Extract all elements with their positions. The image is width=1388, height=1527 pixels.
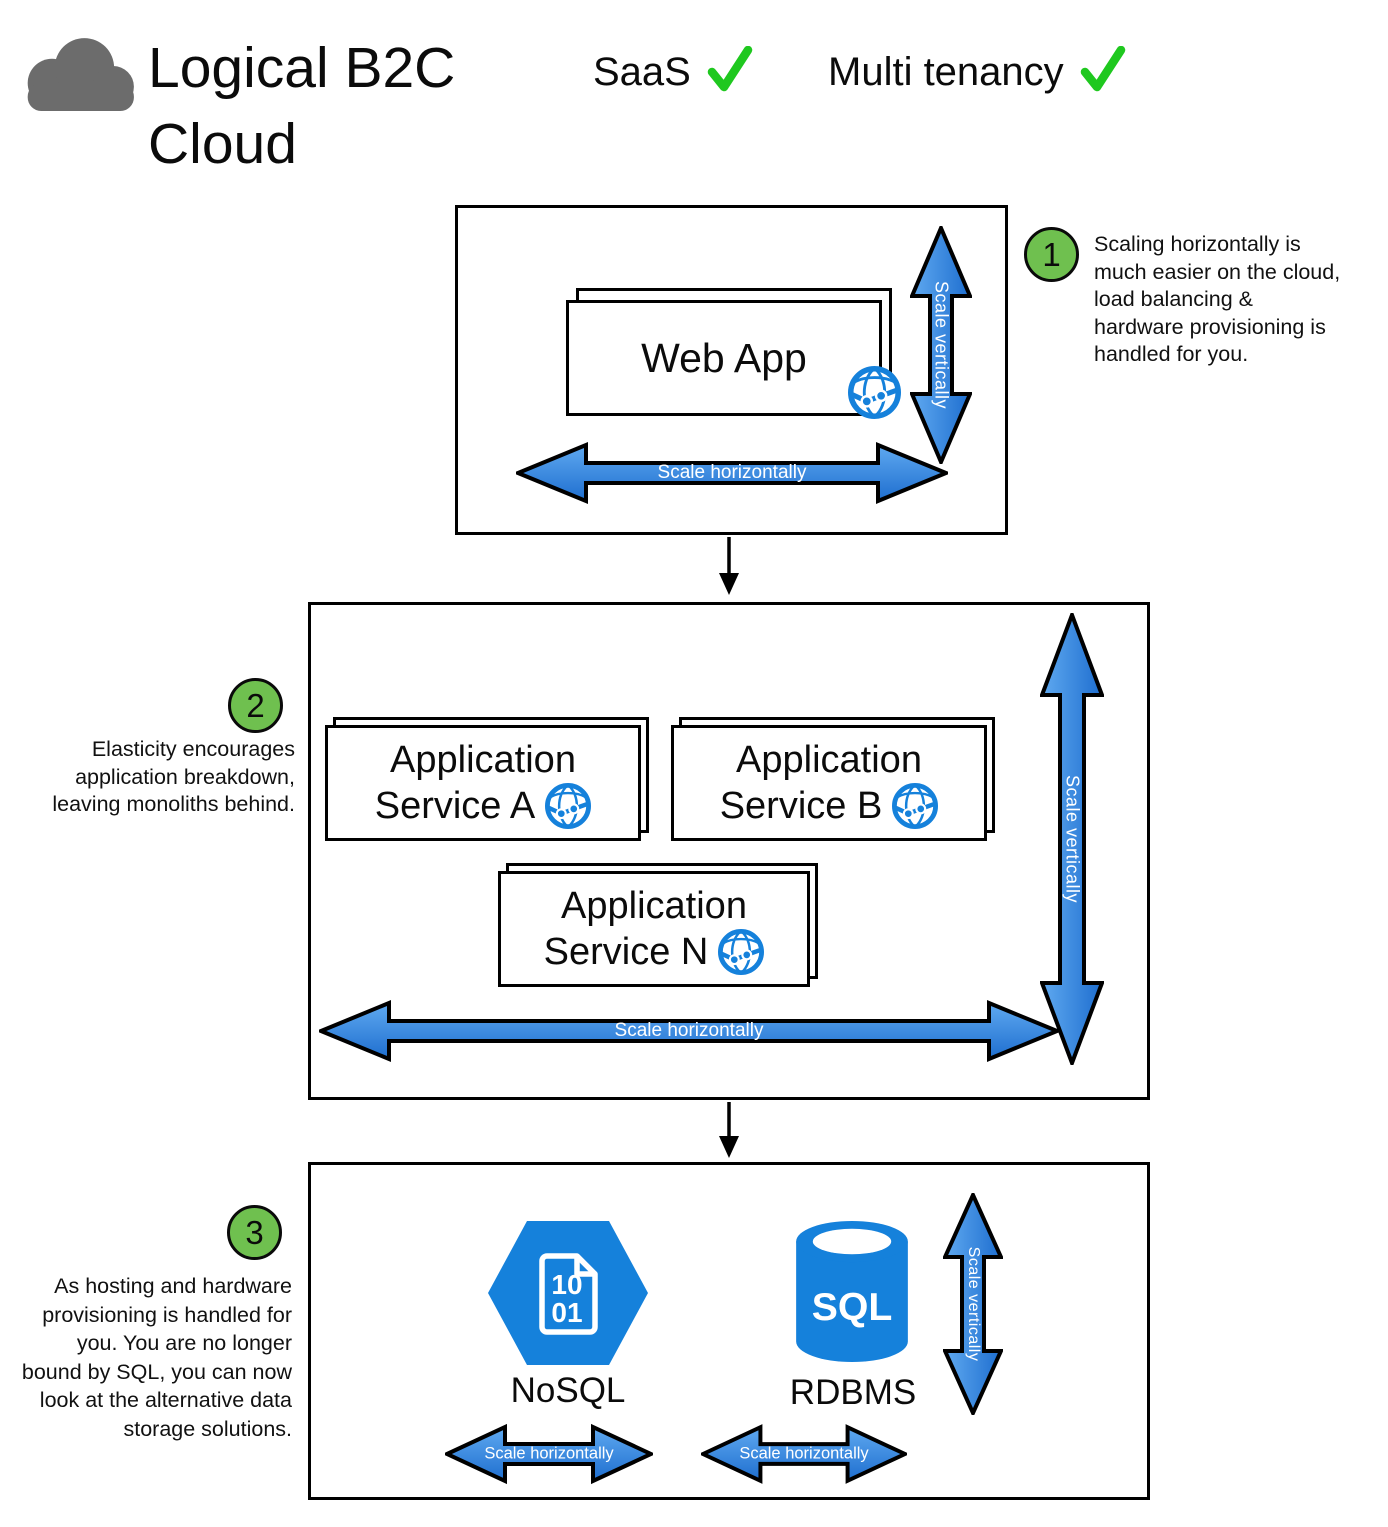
scale-horizontally-arrow: Scale horizontally	[319, 999, 1059, 1063]
app-service-a-card: Application Service A	[325, 725, 641, 841]
nosql-label: NoSQL	[510, 1371, 626, 1410]
rdbms-label: RDBMS	[789, 1373, 917, 1412]
scale-vertically-arrow: Scale vertically	[1040, 613, 1104, 1065]
annotation-1-text: Scaling horizontally is much easier on t…	[1094, 232, 1341, 366]
check-icon	[707, 46, 753, 92]
web-app-label: Web App	[641, 334, 807, 381]
app-service-b-line2: Service B	[719, 785, 883, 827]
app-services-tier-box: Application Service A Application Servic…	[308, 602, 1150, 1100]
annotation-number-text: 3	[245, 1213, 264, 1251]
nosql-binary-top: 10	[551, 1269, 582, 1300]
badge-saas-label: SaaS	[593, 50, 691, 94]
badge-multi-tenancy-label: Multi tenancy	[828, 50, 1064, 94]
app-service-n-card: Application Service N	[498, 871, 810, 987]
sql-database-icon: SQL	[796, 1220, 908, 1363]
app-service-globe-icon	[718, 929, 764, 975]
scale-horizontally-label: Scale horizontally	[657, 462, 807, 483]
app-service-globe-icon	[848, 366, 901, 419]
app-service-globe-icon	[545, 783, 591, 829]
annotation-1-number: 1	[1024, 227, 1079, 282]
check-icon	[1080, 46, 1126, 92]
scale-horizontally-label: Scale horizontally	[614, 1020, 764, 1041]
app-service-a-line2: Service A	[374, 785, 536, 827]
annotation-3-text: As hosting and hardware provisioning is …	[21, 1274, 292, 1441]
web-app-tier-box: Web App Scale vertically Scale horizonta…	[455, 205, 1008, 535]
nosql-hexagon-icon: 10 01	[488, 1221, 648, 1365]
flow-arrow-down-icon	[718, 1102, 740, 1160]
scale-vertically-arrow: Scale vertically	[943, 1193, 1003, 1415]
app-service-b-card: Application Service B	[671, 725, 987, 841]
scale-vertically-label: Scale vertically	[931, 280, 952, 410]
app-service-a-line1: Application	[390, 739, 576, 781]
scale-vertically-arrow: Scale vertically	[910, 226, 972, 464]
cloud-icon	[16, 30, 142, 120]
data-tier-box: 10 01 NoSQL SQL RDBMS Scale vertically S…	[308, 1162, 1150, 1500]
badge-saas: SaaS	[593, 50, 753, 95]
page-title: Logical B2C Cloud	[148, 36, 456, 176]
scale-horizontally-arrow: Scale horizontally	[445, 1423, 653, 1485]
scale-horizontally-arrow: Scale horizontally	[701, 1423, 907, 1485]
flow-arrow-down-icon	[718, 537, 740, 597]
annotation-number-text: 2	[246, 686, 265, 724]
annotation-3-number: 3	[227, 1205, 282, 1260]
scale-horizontally-label: Scale horizontally	[739, 1444, 869, 1463]
annotation-number-text: 1	[1042, 235, 1061, 273]
annotation-2-number: 2	[228, 678, 283, 733]
app-service-globe-icon	[892, 783, 938, 829]
app-service-b-line1: Application	[736, 739, 922, 781]
nosql-binary-bottom: 01	[551, 1297, 582, 1328]
badge-multi-tenancy: Multi tenancy	[828, 50, 1126, 95]
app-service-n-line2: Service N	[543, 931, 709, 973]
scale-horizontally-arrow: Scale horizontally	[516, 441, 948, 505]
sql-icon-text: SQL	[812, 1286, 893, 1329]
scale-vertically-label: Scale vertically	[965, 1246, 982, 1362]
scale-vertically-label: Scale vertically	[1062, 774, 1083, 904]
web-app-card: Web App	[566, 300, 882, 416]
app-service-n-line1: Application	[561, 885, 747, 927]
annotation-2-text: Elasticity encourages application breakd…	[52, 737, 295, 816]
scale-horizontally-label: Scale horizontally	[484, 1444, 614, 1463]
